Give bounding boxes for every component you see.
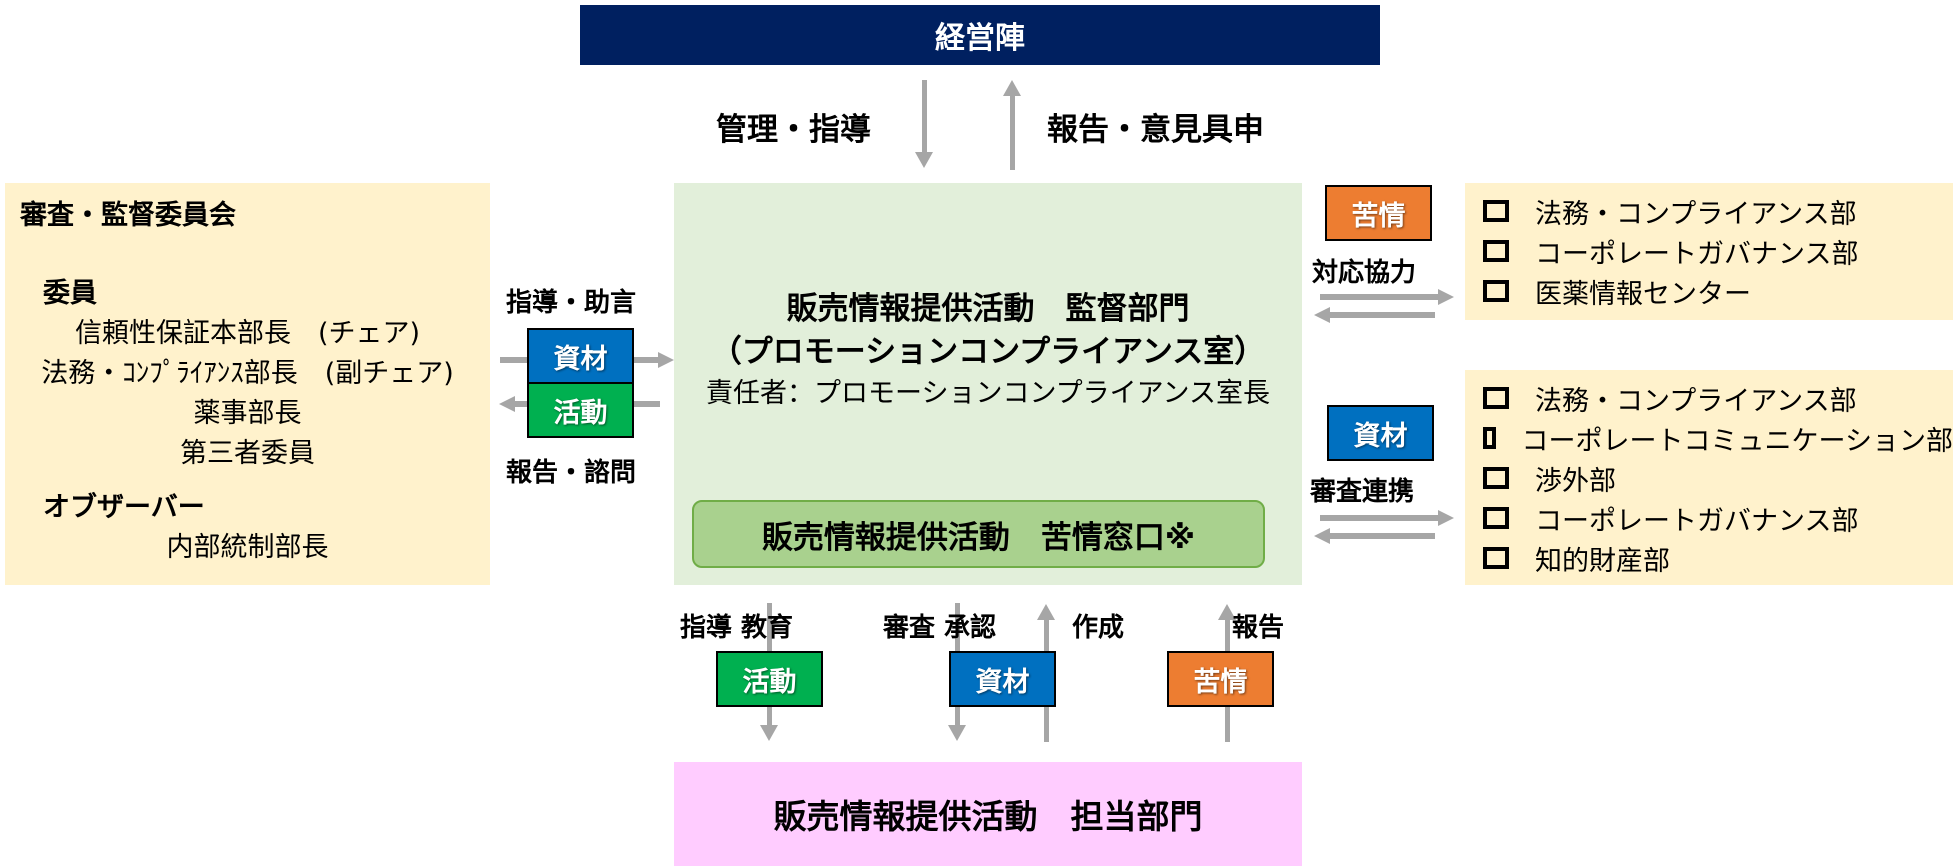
creation-label: 作成 [1072, 613, 1125, 643]
right-arrow-head-icon [1438, 289, 1454, 305]
material-tag-label: 資材 [975, 666, 1030, 698]
management-title: 経営陣 [935, 21, 1025, 56]
left-arrow-head-icon [1314, 528, 1330, 544]
committee-member: 信頼性保証本部長 (チェア) [74, 318, 421, 349]
activity-tag: 活動 [527, 382, 634, 438]
checkbox-square-icon [1483, 280, 1509, 302]
management-box: 経営陣 [580, 5, 1380, 65]
committee-member: 薬事部長 [193, 398, 302, 429]
committee-title: 審査・監督委員会 [20, 200, 236, 231]
review-coordination-label: 審査連携 [1310, 477, 1415, 507]
members-heading: 委員 [43, 278, 97, 309]
department-name: 医薬情報センター [1535, 278, 1751, 310]
list-item: コーポレートガバナンス部 [1465, 231, 1953, 271]
department-name: コーポレートコミュニケーション部 [1521, 425, 1953, 457]
left-arrow-line [1330, 533, 1435, 539]
left-arrow-head-icon [1314, 307, 1330, 323]
department-name: 法務・コンプライアンス部 [1535, 198, 1857, 230]
material-tag: 資材 [949, 651, 1056, 707]
down-arrow-line [922, 80, 927, 155]
up-arrow-head-icon [1037, 604, 1055, 620]
committee-member: 第三者委員 [180, 438, 315, 469]
report-consult-label: 報告・諮問 [506, 458, 637, 488]
review-approval-label: 審査 承認 [883, 613, 997, 643]
right-arrow-head-icon [1438, 510, 1454, 526]
list-item: コーポレートガバナンス部 [1465, 498, 1953, 538]
material-tag: 資材 [527, 328, 634, 384]
material-review-departments: 法務・コンプライアンス部 コーポレートコミュニケーション部 渉外部 コーポレート… [1465, 370, 1953, 585]
checkbox-square-icon [1483, 240, 1509, 262]
list-item: 医薬情報センター [1465, 271, 1953, 311]
checkbox-square-icon [1483, 387, 1509, 409]
complaint-window-label: 販売情報提供活動 苦情窓口※ [761, 519, 1196, 556]
checkbox-square-icon [1483, 467, 1509, 489]
checkbox-square-icon [1483, 507, 1509, 529]
checkbox-square-icon [1483, 547, 1509, 569]
left-arrow-head-icon [499, 396, 515, 412]
down-arrow-head-icon [948, 725, 966, 741]
checkbox-square-icon [1483, 200, 1509, 222]
right-arrow-head-icon [658, 352, 674, 368]
management-guidance-label: 管理・指導 [716, 112, 871, 148]
list-item: コーポレートコミュニケーション部 [1465, 418, 1953, 458]
complaint-tag-label: 苦情 [1351, 200, 1406, 232]
right-arrow-line [1320, 515, 1440, 521]
department-name: コーポレートガバナンス部 [1535, 505, 1859, 537]
activity-tag-label: 活動 [742, 666, 797, 698]
supervisory-department-title: 販売情報提供活動 監督部門 [786, 291, 1190, 327]
activity-tag-label: 活動 [553, 397, 608, 429]
guidance-advice-label: 指導・助言 [506, 288, 637, 318]
department-name: コーポレートガバナンス部 [1535, 238, 1859, 270]
material-tag-label: 資材 [553, 343, 608, 375]
down-arrow-head-icon [915, 152, 933, 168]
report-opinion-label: 報告・意見具申 [1047, 112, 1264, 148]
sales-info-department-box: 販売情報提供活動 担当部門 [674, 762, 1302, 866]
guidance-education-label: 指導 教育 [680, 613, 794, 643]
right-arrow-line [1320, 294, 1440, 300]
promotion-compliance-office-title: （プロモーションコンプライアンス室） [710, 334, 1266, 370]
report-label: 報告 [1232, 613, 1285, 643]
cooperation-label: 対応協力 [1312, 258, 1417, 288]
supervisory-department-box: 販売情報提供活動 監督部門 （プロモーションコンプライアンス室） 責任者：プロモ… [674, 183, 1302, 585]
sales-info-department-title: 販売情報提供活動 担当部門 [773, 797, 1203, 836]
observer-heading: オブザーバー [43, 492, 205, 523]
complaint-window-box: 販売情報提供活動 苦情窓口※ [692, 500, 1265, 568]
up-arrow-line [1010, 95, 1015, 170]
list-item: 法務・コンプライアンス部 [1465, 191, 1953, 231]
list-item: 法務・コンプライアンス部 [1465, 378, 1953, 418]
responsible-person: 責任者：プロモーションコンプライアンス室長 [705, 378, 1271, 409]
up-arrow-head-icon [1218, 604, 1236, 620]
complaint-tag: 苦情 [1325, 185, 1432, 241]
list-item: 渉外部 [1465, 458, 1953, 498]
committee-member: 法務・ｺﾝﾌﾟﾗｲｱﾝｽ部長 (副チェア) [41, 358, 454, 389]
down-arrow-head-icon [760, 725, 778, 741]
activity-tag: 活動 [716, 651, 823, 707]
department-name: 法務・コンプライアンス部 [1535, 385, 1857, 417]
department-name: 知的財産部 [1535, 545, 1670, 577]
department-name: 渉外部 [1535, 465, 1616, 497]
review-supervisory-committee-box: 審査・監督委員会 委員 信頼性保証本部長 (チェア) 法務・ｺﾝﾌﾟﾗｲｱﾝｽ部… [5, 183, 490, 585]
up-arrow-head-icon [1003, 80, 1021, 96]
material-tag-label: 資材 [1353, 420, 1408, 452]
checkbox-square-icon [1483, 427, 1496, 449]
complaint-cooperation-departments: 法務・コンプライアンス部 コーポレートガバナンス部 医薬情報センター [1465, 183, 1953, 320]
list-item: 知的財産部 [1465, 538, 1953, 578]
material-tag: 資材 [1327, 405, 1434, 461]
committee-observer: 内部統制部長 [166, 532, 329, 563]
complaint-tag: 苦情 [1167, 651, 1274, 707]
left-arrow-line [1330, 312, 1435, 318]
complaint-tag-label: 苦情 [1193, 666, 1248, 698]
